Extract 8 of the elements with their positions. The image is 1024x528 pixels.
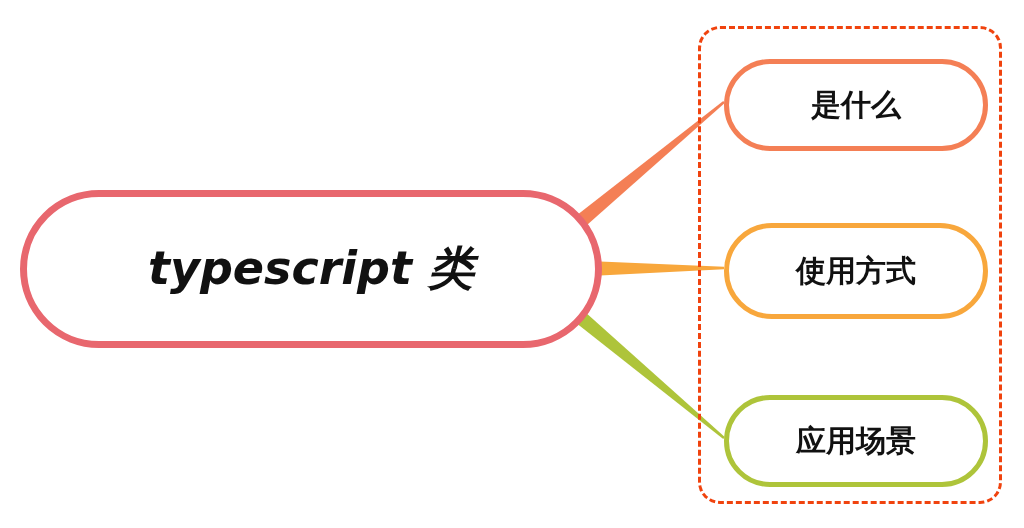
branch-line [577, 313, 725, 439]
branch-line [599, 261, 724, 276]
subtopic-pill: 使用方式 [724, 223, 988, 319]
subtopic-pill: 应用场景 [724, 395, 988, 487]
group-frame [698, 26, 1002, 504]
subtopic-pill: 是什么 [724, 59, 988, 151]
topic-pill: typescript 类 [20, 190, 602, 348]
branch-line [577, 101, 725, 226]
